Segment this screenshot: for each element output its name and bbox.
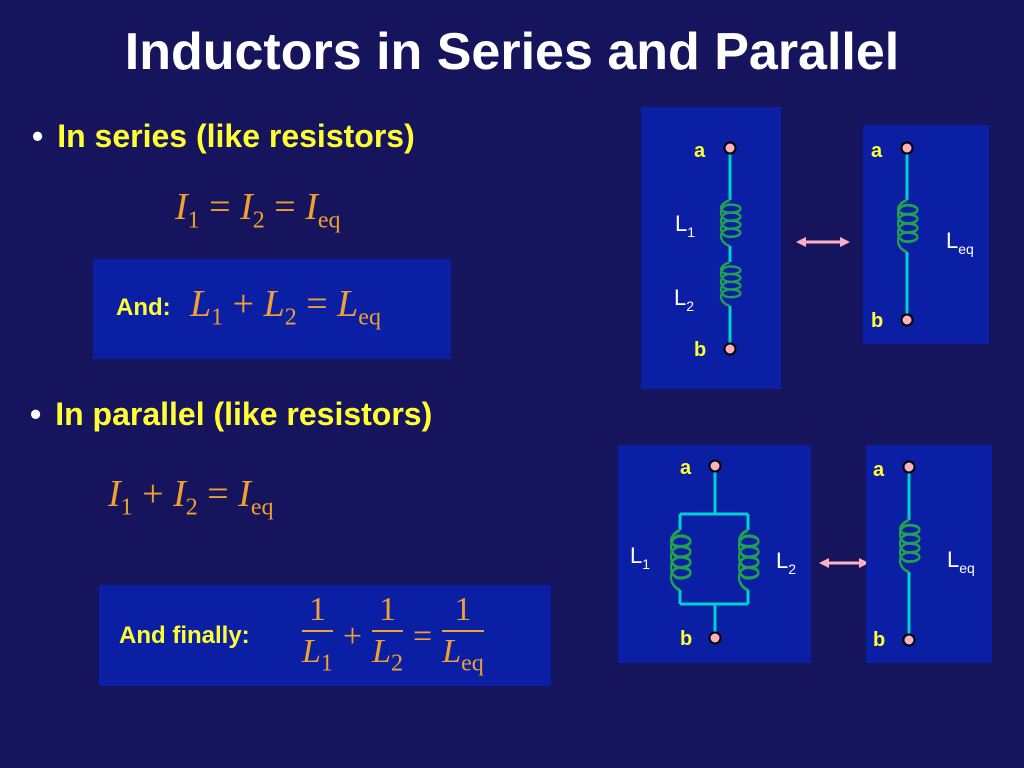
series-result-box <box>93 259 451 359</box>
terminal-b-label: b <box>871 310 883 332</box>
inductor-label-l1: L1 <box>675 211 695 240</box>
terminal-a-label: a <box>694 140 706 162</box>
terminal-a <box>900 141 914 155</box>
terminal-b-label: b <box>680 628 692 650</box>
equivalence-arrow-icon <box>796 237 850 247</box>
parallel-result-box <box>99 585 551 686</box>
terminal-a-label: a <box>873 459 885 481</box>
inductor-label-l2: L2 <box>776 548 796 577</box>
series-equivalent-panel <box>863 125 989 344</box>
terminal-a <box>708 459 722 473</box>
slide-title: Inductors in Series and Parallel <box>124 23 900 81</box>
terminal-b-label: b <box>873 629 885 651</box>
terminal-b <box>708 631 722 645</box>
terminal-a <box>723 141 737 155</box>
series-box-label: And: <box>116 294 171 321</box>
bullet-dot: • <box>32 118 44 154</box>
parallel-bullet: • In parallel (like resistors) <box>30 396 432 433</box>
inductor-label-leq: Leq <box>946 228 974 257</box>
parallel-current-equation: I1 + I2 = Ieq <box>108 473 274 521</box>
inductor-label-leq: Leq <box>947 547 975 576</box>
series-circuit-panel <box>641 107 781 389</box>
parallel-equivalent-panel <box>866 445 992 663</box>
terminal-b <box>723 342 737 356</box>
inductor-label-l1: L1 <box>630 543 650 572</box>
series-current-equation: I1 = I2 = Ieq <box>175 186 341 234</box>
series-bullet-text: In series (like resistors) <box>57 118 415 154</box>
parallel-box-label: And finally: <box>119 622 250 649</box>
bullet-dot: • <box>30 396 42 432</box>
series-bullet: • In series (like resistors) <box>32 118 415 155</box>
equivalence-arrow-icon <box>819 558 869 568</box>
terminal-b-label: b <box>694 339 706 361</box>
parallel-bullet-text: In parallel (like resistors) <box>55 396 433 432</box>
terminal-a-label: a <box>680 457 692 479</box>
terminal-a <box>902 460 916 474</box>
inductor-label-l2: L2 <box>674 285 694 314</box>
terminal-a-label: a <box>871 140 883 162</box>
series-inductance-equation: L1 + L2 = Leq <box>190 283 381 331</box>
terminal-b <box>900 313 914 327</box>
terminal-b <box>902 633 916 647</box>
